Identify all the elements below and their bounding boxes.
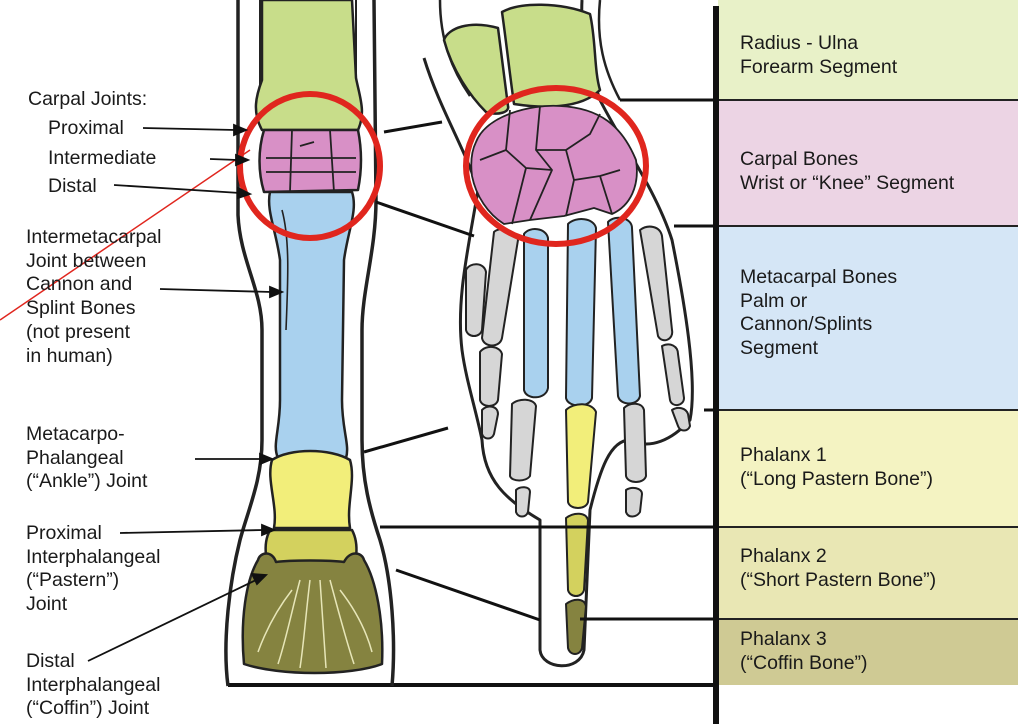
intermetacarpal-joint-label: Intermetacarpal Joint between Cannon and… (26, 226, 162, 367)
carpal-joint-distal-label: Distal (48, 175, 97, 197)
segment-band-phalanx3 (718, 619, 1018, 685)
proximal-interphalangeal-joint-label: Proximal Interphalangeal (“Pastern”) Joi… (26, 522, 161, 616)
segment-band-phalanx1 (718, 410, 1018, 527)
carpal-bones-human (470, 104, 638, 225)
carpal-joint-proximal-label: Proximal (48, 117, 124, 139)
segment-label-carpal: Carpal Bones Wrist or “Knee” Segment (740, 148, 955, 194)
segment-band-forearm (718, 0, 1018, 100)
segment-label-phalanx2: Phalanx 2 (“Short Pastern Bone”) (740, 545, 937, 591)
middle-finger-phalanges (565, 403, 597, 655)
label-arrows (87, 123, 285, 662)
metacarpals-grey (465, 225, 691, 440)
phalanx3-horse (241, 552, 384, 675)
horse-limb-outline (224, 0, 396, 687)
segment-band-carpal (718, 100, 1018, 226)
radius-ulna-human (442, 23, 510, 115)
phalanx1-horse (269, 449, 354, 530)
distal-interphalangeal-joint-label: Distal Interphalangeal (“Coffin”) Joint (26, 650, 161, 720)
human-hand (422, 0, 694, 668)
connector-lines (363, 98, 718, 622)
segment-label-forearm: Radius - Ulna Forearm Segment (740, 32, 898, 78)
carpal-bones-horse (258, 128, 363, 194)
red-annotation-line (0, 149, 251, 321)
highlight-circle-horse (237, 91, 383, 241)
segment-band-metacarpal (718, 226, 1018, 410)
segment-label-metacarpal: Metacarpal Bones Palm or Cannon/Splints … (740, 266, 898, 360)
carpal-joints-heading: Carpal Joints: (28, 88, 148, 110)
radius-ulna-horse (254, 0, 364, 132)
carpal-joint-intermediate-label: Intermediate (48, 147, 157, 169)
human-hand-outline (422, 0, 694, 668)
segment-table (228, 0, 1018, 724)
segment-label-phalanx1: Phalanx 1 (“Long Pastern Bone”) (740, 444, 933, 490)
metacarpals-blue (523, 216, 641, 407)
segment-band-phalanx2 (718, 527, 1018, 619)
highlight-circle-human (463, 85, 649, 247)
metacarpophalangeal-joint-label: Metacarpo- Phalangeal (“Ankle”) Joint (26, 423, 148, 493)
segment-label-phalanx3: Phalanx 3 (“Coffin Bone”) (740, 628, 868, 674)
